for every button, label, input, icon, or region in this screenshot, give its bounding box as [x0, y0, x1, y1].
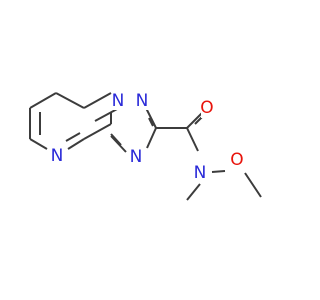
atom-label-n-triazole-top: N — [136, 91, 149, 111]
bond — [148, 117, 154, 127]
bond — [94, 107, 120, 122]
atom-label-o-methoxy: O — [230, 150, 243, 170]
chemical-structure: N N N N O N O — [29, 91, 262, 201]
atom-label-n-triazole-bottom: N — [130, 147, 143, 167]
bond — [83, 123, 112, 140]
bond — [110, 135, 127, 153]
atom-label-n-pyrimidine: N — [51, 146, 64, 166]
bond — [65, 132, 81, 142]
atom-label-layer: N N N N O N O — [49, 91, 244, 183]
atom-label-n-bridge: N — [112, 91, 125, 111]
bond — [29, 92, 57, 109]
bond — [186, 112, 203, 129]
bond — [110, 133, 122, 146]
bond — [146, 127, 157, 149]
bond — [29, 138, 48, 150]
bond — [83, 92, 112, 109]
atom-label-n-amide: N — [194, 163, 207, 183]
bond — [244, 172, 262, 198]
bond — [67, 138, 85, 150]
bond — [186, 127, 199, 152]
bond — [186, 183, 201, 201]
atom-label-o-carbonyl: O — [200, 98, 213, 118]
bond — [211, 170, 226, 173]
bond — [55, 92, 85, 109]
